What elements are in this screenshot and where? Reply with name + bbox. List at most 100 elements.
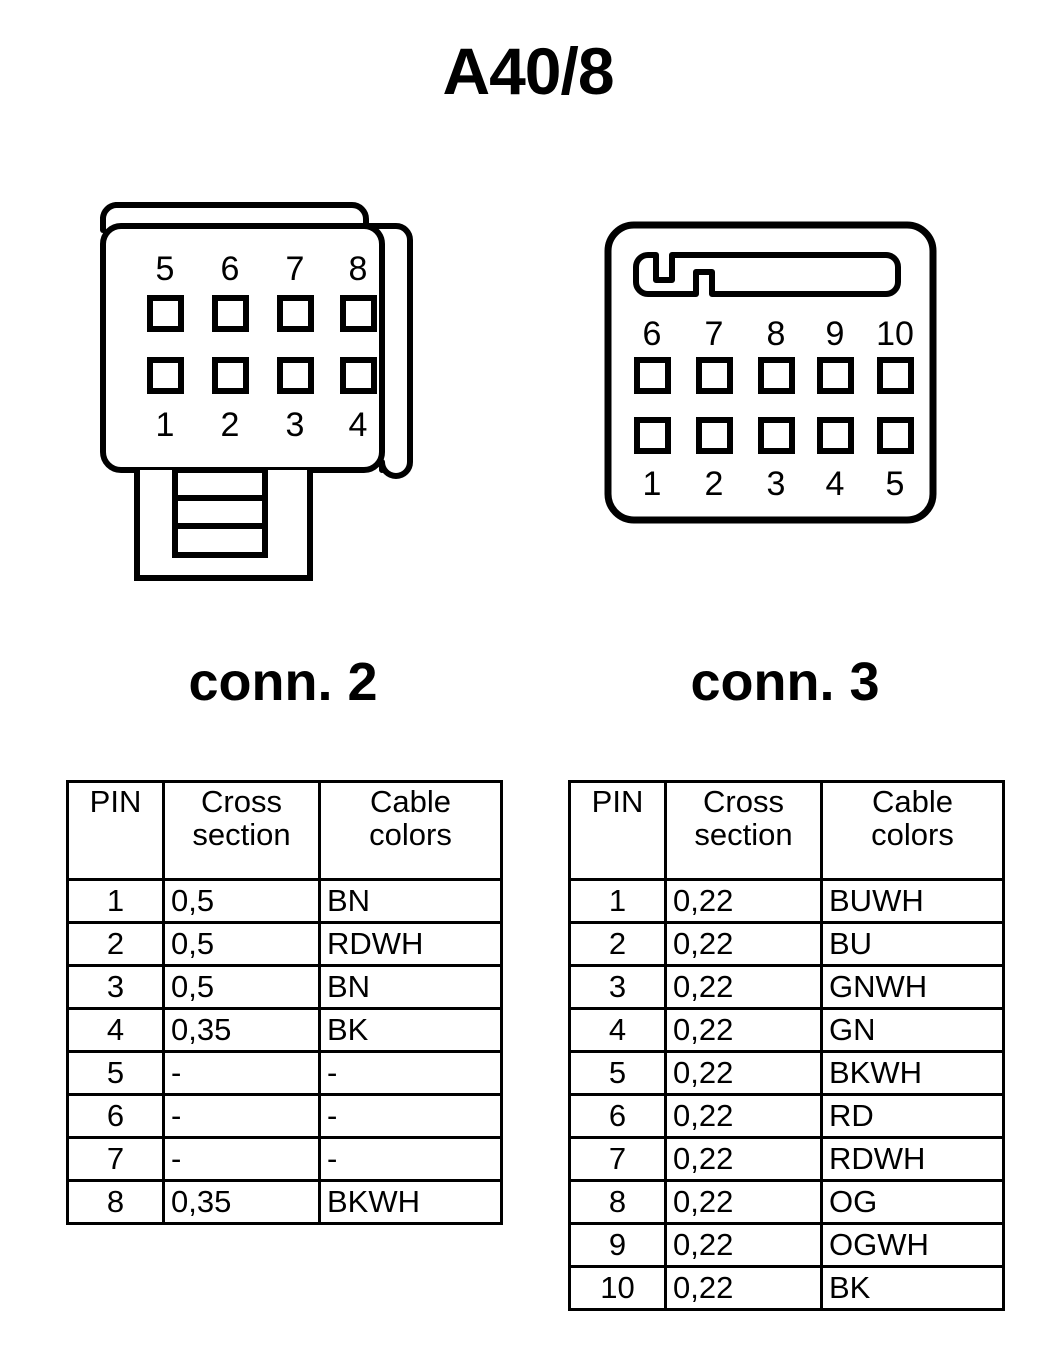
cell-pin: 2 bbox=[66, 921, 165, 967]
connector-3-pin-socket-2 bbox=[696, 417, 733, 454]
cell-cable-colors: BU bbox=[820, 921, 1005, 967]
header-cross-section: Cross section bbox=[162, 780, 321, 881]
connector-2-pin-socket-6 bbox=[212, 295, 249, 332]
cell-pin: 1 bbox=[568, 878, 667, 924]
cell-cable-colors: RD bbox=[820, 1093, 1005, 1139]
table-row: 5 0,22 BKWH bbox=[568, 1050, 1005, 1096]
cell-cable-colors: BKWH bbox=[820, 1050, 1005, 1096]
connector-2-pin-label-7: 7 bbox=[286, 250, 305, 288]
pin-table-3: PIN Cross section Cable colors 1 0,22 BU… bbox=[568, 780, 1005, 1311]
cell-cable-colors: RDWH bbox=[318, 921, 503, 967]
table-row: 4 0,22 GN bbox=[568, 1007, 1005, 1053]
connector-3-pin-socket-6 bbox=[634, 357, 671, 394]
table-row: 5 - - bbox=[66, 1050, 503, 1096]
cell-cable-colors: BN bbox=[318, 878, 503, 924]
connector-2-diagram: 5 6 7 8 1 2 3 4 bbox=[100, 202, 413, 581]
connector-2-body bbox=[100, 223, 385, 473]
cell-pin: 4 bbox=[568, 1007, 667, 1053]
cell-cable-colors: GNWH bbox=[820, 964, 1005, 1010]
cell-pin: 7 bbox=[66, 1136, 165, 1182]
connector-2-backplate-outline bbox=[113, 202, 369, 229]
cell-cable-colors: BKWH bbox=[318, 1179, 503, 1225]
connector-2-pin-label-8: 8 bbox=[349, 250, 368, 288]
connector-3-pin-label-1: 1 bbox=[643, 465, 662, 503]
cell-cross-section: - bbox=[162, 1093, 321, 1139]
table-row: 4 0,35 BK bbox=[66, 1007, 503, 1053]
connector-3-pin-label-9: 9 bbox=[826, 315, 845, 353]
cell-pin: 5 bbox=[568, 1050, 667, 1096]
connector-3-pin-label-8: 8 bbox=[767, 315, 786, 353]
cell-pin: 4 bbox=[66, 1007, 165, 1053]
connector-3-pin-socket-10 bbox=[877, 357, 914, 394]
cell-cross-section: 0,35 bbox=[162, 1007, 321, 1053]
connector-2-caption: conn. 2 bbox=[188, 652, 378, 712]
header-color-line-1: Cable bbox=[872, 784, 953, 819]
connector-3-pin-label-5: 5 bbox=[886, 465, 905, 503]
connector-3-pin-label-2: 2 bbox=[705, 465, 724, 503]
connector-2-pin-label-4: 4 bbox=[349, 406, 368, 444]
connector-3-pin-label-4: 4 bbox=[826, 465, 845, 503]
table-row: 6 - - bbox=[66, 1093, 503, 1139]
connector-3-pin-label-7: 7 bbox=[705, 315, 724, 353]
connector-diagrams: 5 6 7 8 1 2 3 4 6 7 8 9 10 bbox=[0, 180, 1056, 610]
connector-2-pin-label-3: 3 bbox=[286, 406, 305, 444]
cell-pin: 7 bbox=[568, 1136, 667, 1182]
connector-2-pin-socket-1 bbox=[147, 357, 184, 394]
cell-pin: 3 bbox=[66, 964, 165, 1010]
connector-3-latch-bar bbox=[633, 252, 901, 297]
cell-pin: 8 bbox=[66, 1179, 165, 1225]
table-header-row: PIN Cross section Cable colors bbox=[568, 780, 1005, 881]
connector-3-pin-label-6: 6 bbox=[643, 315, 662, 353]
header-cable-colors: Cable colors bbox=[318, 780, 503, 881]
connector-3-pin-socket-7 bbox=[696, 357, 733, 394]
cell-cable-colors: - bbox=[318, 1136, 503, 1182]
connector-2-pin-label-5: 5 bbox=[156, 250, 175, 288]
table-row: 9 0,22 OGWH bbox=[568, 1222, 1005, 1268]
table-row: 7 - - bbox=[66, 1136, 503, 1182]
header-pin: PIN bbox=[568, 780, 667, 881]
cell-cable-colors: BK bbox=[318, 1007, 503, 1053]
connector-2-pin-socket-8 bbox=[340, 295, 377, 332]
cell-cross-section: 0,22 bbox=[664, 921, 823, 967]
cell-cross-section: 0,35 bbox=[162, 1179, 321, 1225]
cell-cross-section: 0,5 bbox=[162, 964, 321, 1010]
table-row: 8 0,22 OG bbox=[568, 1179, 1005, 1225]
connector-3-pin-socket-8 bbox=[758, 357, 795, 394]
connector-3-caption: conn. 3 bbox=[690, 652, 880, 712]
header-cross-line-1: Cross bbox=[703, 784, 784, 819]
cell-cable-colors: RDWH bbox=[820, 1136, 1005, 1182]
pin-table-2-body: 1 0,5 BN 2 0,5 RDWH 3 0,5 BN 4 0,35 BK 5 bbox=[66, 878, 503, 1225]
table-row: 1 0,5 BN bbox=[66, 878, 503, 924]
cell-pin: 2 bbox=[568, 921, 667, 967]
cell-cross-section: 0,22 bbox=[664, 1222, 823, 1268]
cell-cable-colors: BN bbox=[318, 964, 503, 1010]
connector-2-pin-socket-5 bbox=[147, 295, 184, 332]
table-row: 2 0,22 BU bbox=[568, 921, 1005, 967]
cell-cable-colors: BUWH bbox=[820, 878, 1005, 924]
cell-pin: 8 bbox=[568, 1179, 667, 1225]
cell-cross-section: 0,22 bbox=[664, 1007, 823, 1053]
cell-cable-colors: BK bbox=[820, 1265, 1005, 1311]
connector-3-diagram: 6 7 8 9 10 1 2 3 4 5 bbox=[604, 221, 937, 524]
cell-pin: 6 bbox=[568, 1093, 667, 1139]
pin-table-2-head: PIN Cross section Cable colors bbox=[66, 780, 503, 881]
table-row: 3 0,22 GNWH bbox=[568, 964, 1005, 1010]
connector-3-pin-socket-5 bbox=[877, 417, 914, 454]
connector-2-pin-socket-3 bbox=[277, 357, 314, 394]
cell-cross-section: 0,22 bbox=[664, 878, 823, 924]
pin-table-3-head: PIN Cross section Cable colors bbox=[568, 780, 1005, 881]
table-row: 3 0,5 BN bbox=[66, 964, 503, 1010]
cell-pin: 5 bbox=[66, 1050, 165, 1096]
table-row: 6 0,22 RD bbox=[568, 1093, 1005, 1139]
connector-2-pin-socket-4 bbox=[340, 357, 377, 394]
header-cross-line-2: section bbox=[192, 816, 291, 852]
cell-pin: 3 bbox=[568, 964, 667, 1010]
connector-3-pin-socket-3 bbox=[758, 417, 795, 454]
table-header-row: PIN Cross section Cable colors bbox=[66, 780, 503, 881]
cell-cable-colors: OG bbox=[820, 1179, 1005, 1225]
cell-cross-section: 0,22 bbox=[664, 1179, 823, 1225]
header-color-line-2: colors bbox=[369, 816, 452, 852]
connector-3-pin-label-3: 3 bbox=[767, 465, 786, 503]
cell-pin: 6 bbox=[66, 1093, 165, 1139]
header-color-line-1: Cable bbox=[370, 784, 451, 819]
